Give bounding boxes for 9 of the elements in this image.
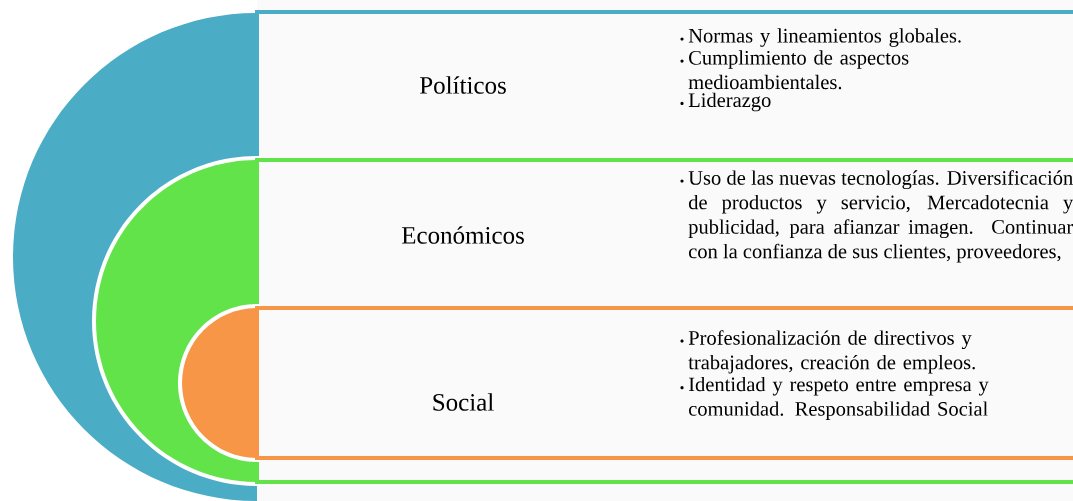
category-label: Social	[433, 393, 494, 411]
bullet-item: Identidad y respeto entre empresa y comunidad. Responsabilidad Social	[680, 376, 989, 420]
category-label: Políticos	[419, 76, 506, 94]
bullet-item: Profesionalización de directivos y trabajadores, creación de empleos.	[680, 330, 975, 374]
bullet-item: Cumplimiento de aspectos medioambientales.	[680, 50, 909, 90]
bullet-item: Uso de las nuevas tecnologías. Diversificación de productos y servicio, Mercadotecnia y publicidad, para afianzar imagen. Continuar con la confianza de sus clientes, proveedores,	[680, 170, 1073, 263]
category-label: Económicos	[401, 226, 524, 244]
bullet-item: Liderazgo	[680, 92, 771, 112]
bullet-item: Normas y lineamientos globales.	[680, 28, 961, 47]
